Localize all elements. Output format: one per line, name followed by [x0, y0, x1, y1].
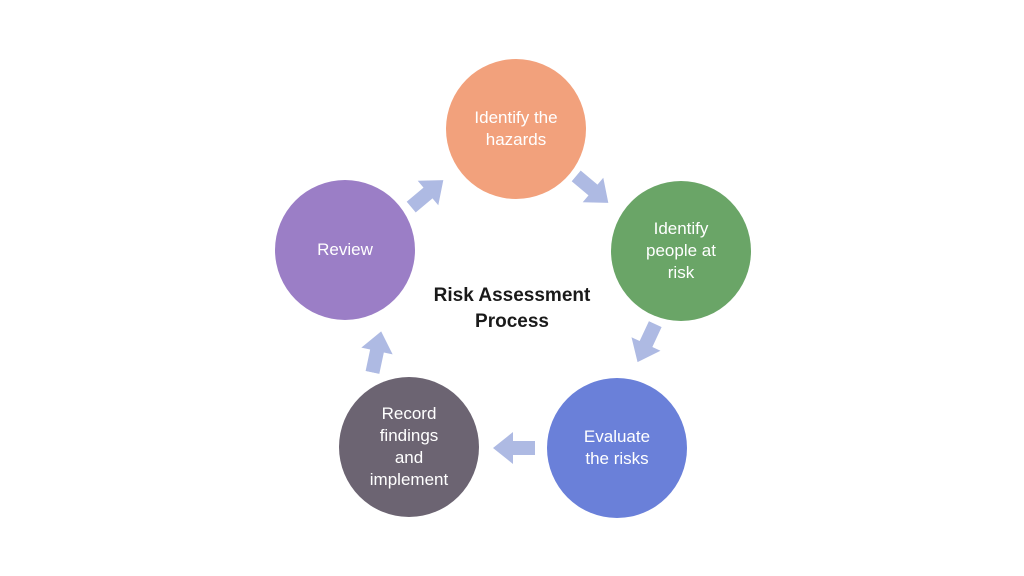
step-circle-evaluate-risks: Evaluate the risks: [547, 378, 687, 518]
step-label-record-findings: Record findings and implement: [369, 403, 449, 490]
block-arrow-icon: [631, 321, 662, 363]
step-label-review: Review: [317, 239, 373, 259]
block-arrow-icon: [571, 170, 609, 203]
arrow-review-to-identify-hazards: [400, 165, 457, 221]
block-arrow-icon: [406, 180, 444, 213]
step-circle-record-findings: Record findings and implement: [339, 377, 479, 517]
diagram-title: Risk Assessment Process: [433, 285, 591, 332]
block-arrow-icon: [493, 432, 535, 464]
step-label-identify-hazards: Identify the hazards: [474, 107, 558, 149]
arrow-evaluate-risks-to-record-findings: [491, 430, 535, 466]
arrow-identify-hazards-to-identify-people: [565, 162, 622, 218]
step-circle-identify-people-at-risk: Identify people at risk: [611, 181, 751, 321]
block-arrow-icon: [361, 331, 393, 374]
step-circle-identify-hazards: Identify the hazards: [446, 59, 586, 199]
step-circle-review: Review: [275, 180, 415, 320]
arrow-record-findings-to-review: [355, 326, 399, 377]
arrow-identify-people-to-evaluate-risks: [620, 316, 671, 371]
step-label-evaluate-risks: Evaluate the risks: [583, 426, 651, 468]
step-label-identify-people-at-risk: Identify people at risk: [646, 218, 716, 283]
